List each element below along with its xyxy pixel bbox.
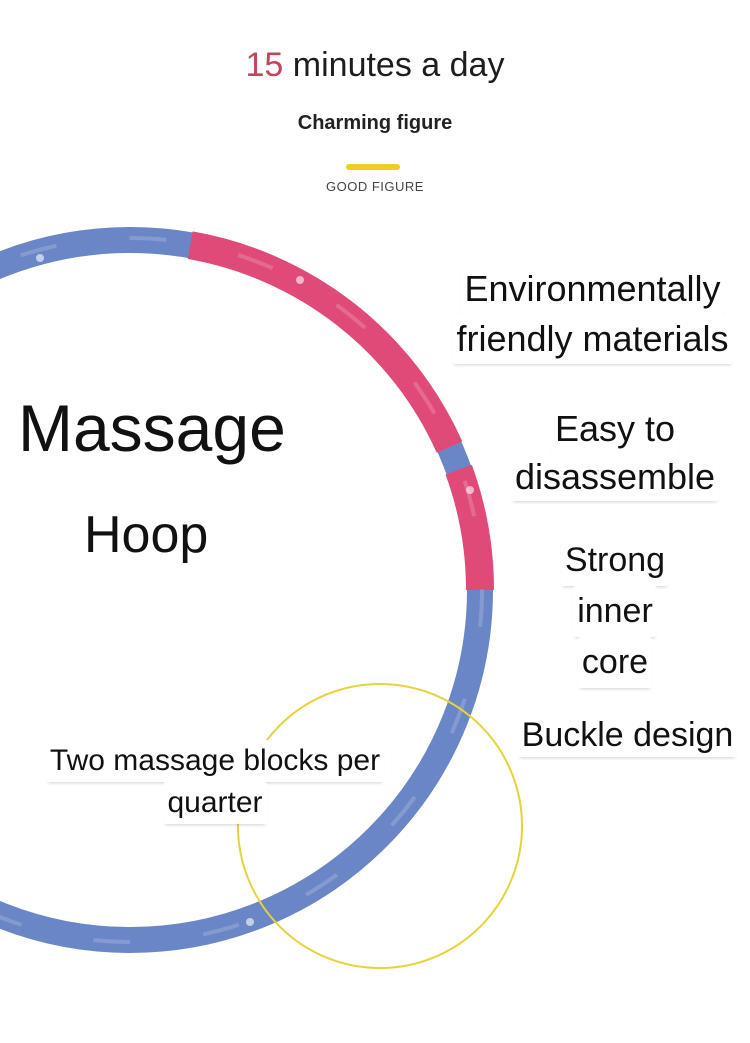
hoop-pink-segments xyxy=(0,226,494,954)
tagline: GOOD FIGURE xyxy=(326,179,424,194)
feature-line: Strong xyxy=(560,535,670,586)
feature-disassemble: Easy to disassemble xyxy=(505,405,725,501)
product-title: Massage xyxy=(18,391,286,465)
hoop-logo-icon xyxy=(36,254,44,262)
feature-line: inner xyxy=(573,586,657,637)
feature-line: friendly materials xyxy=(452,314,733,364)
hoop-texture xyxy=(0,236,484,944)
feature-line: Buckle design xyxy=(517,713,738,757)
feature-eco: Environmentally friendly materials xyxy=(440,264,745,364)
hoop-logo-icon xyxy=(246,918,254,926)
feature-blocks: Two massage blocks per quarter xyxy=(30,740,400,824)
accent-bar xyxy=(346,164,400,170)
feature-core: Strong inner core xyxy=(540,535,690,688)
page-title: 15 minutes a day xyxy=(0,46,750,85)
title-text: minutes a day xyxy=(283,46,505,84)
hoop-logo-icon xyxy=(466,486,474,494)
feature-line: Easy to xyxy=(550,405,680,453)
title-number: 15 xyxy=(245,46,284,84)
feature-line: Two massage blocks per xyxy=(45,740,385,782)
feature-line: disassemble xyxy=(510,453,720,501)
hoop-blue-ring xyxy=(0,227,493,953)
highlight-circle xyxy=(237,683,523,969)
page-subtitle: Charming figure xyxy=(297,112,453,134)
hoop-logo-icon xyxy=(296,276,304,284)
feature-line: core xyxy=(577,637,653,688)
feature-line: Environmentally xyxy=(460,264,725,314)
product-subtitle: Hoop xyxy=(84,506,209,564)
feature-line: quarter xyxy=(163,782,267,824)
feature-buckle: Buckle design xyxy=(510,713,745,757)
